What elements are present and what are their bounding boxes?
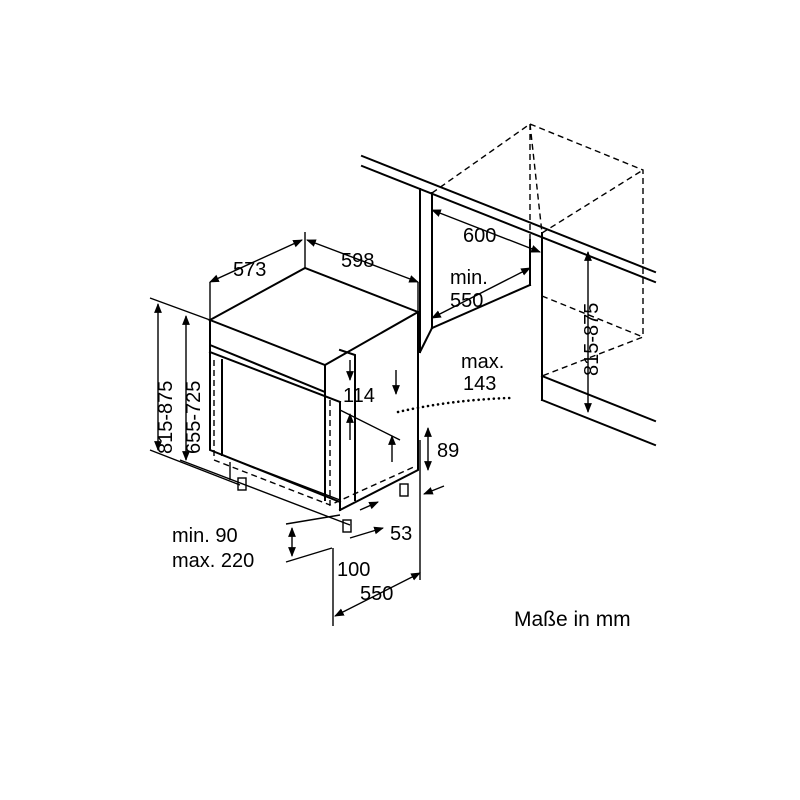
ext-foot-top	[285, 514, 341, 525]
worktop-bottom-edge	[360, 164, 657, 284]
dishwasher	[207, 266, 421, 533]
dim-depth-550	[334, 572, 421, 617]
door-edge	[338, 348, 356, 501]
right-cabinet-floor-back	[540, 374, 657, 423]
door-inner-bottom	[221, 454, 341, 501]
label-100: 100	[337, 559, 370, 581]
dim-53-left	[359, 501, 379, 511]
side-face	[338, 311, 419, 512]
dim-depth-573	[209, 239, 303, 283]
label-550-niche: 550	[450, 290, 483, 312]
dim-max-143	[396, 396, 512, 414]
foot-center	[342, 519, 352, 533]
label-niche-height: 815-875	[581, 303, 603, 376]
units-note: Maße in mm	[514, 608, 631, 631]
dishwasher-top	[207, 266, 421, 367]
label-573: 573	[233, 259, 266, 281]
label-foot-max: max. 220	[172, 550, 254, 572]
label-89: 89	[437, 440, 459, 462]
ext-height-bottom	[149, 449, 241, 486]
label-600: 600	[463, 225, 496, 247]
label-114: 114	[343, 385, 375, 407]
dim-53-right	[423, 485, 445, 495]
label-min: min.	[450, 267, 488, 289]
door-front	[209, 344, 342, 504]
worktop-top-edge	[360, 154, 657, 274]
label-53: 53	[390, 523, 412, 545]
label-total-height: 815-875	[155, 381, 177, 454]
niche-outline	[431, 123, 645, 377]
dimension-lines	[149, 209, 592, 626]
kitchen-niche	[360, 123, 657, 447]
ext-foot-bottom	[285, 547, 333, 563]
dim-niche-550	[431, 267, 531, 319]
left-cabinet-bottom	[418, 326, 434, 354]
control-panel	[209, 319, 326, 394]
dim-width-598	[306, 239, 419, 283]
label-foot-min: min. 90	[172, 525, 238, 547]
inner-outline	[213, 360, 417, 507]
foot-right	[399, 483, 409, 497]
dim-100	[349, 526, 384, 539]
label-max: max.	[461, 351, 504, 373]
ext-door	[339, 409, 401, 441]
label-143: 143	[463, 373, 496, 395]
label-body-height: 655-725	[183, 381, 205, 454]
ext-body-bottom	[179, 459, 351, 526]
right-cabinet-floor-front	[540, 398, 657, 447]
ext-height-top	[149, 297, 211, 321]
dimension-labels: 573 598 600 min. 550 815-875 815-875 655…	[155, 225, 631, 631]
panel-lip	[208, 350, 342, 404]
dim-niche-600	[431, 209, 541, 253]
label-598: 598	[341, 250, 374, 272]
label-550-bottom: 550	[360, 583, 393, 605]
